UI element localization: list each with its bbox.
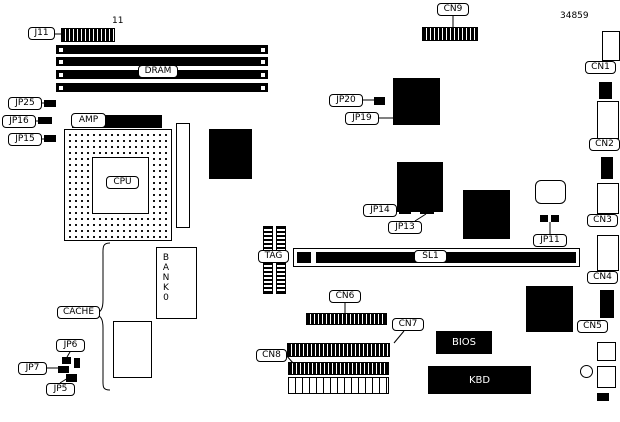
vrm-module	[176, 123, 190, 228]
pin-marker: 11	[112, 16, 124, 26]
label-cn1: CN1	[585, 61, 616, 74]
label-jp19: JP19	[345, 112, 379, 125]
label-sl1: SL1	[414, 250, 447, 263]
simm-slot-1	[56, 45, 268, 54]
sl1-slot-key-segment	[297, 252, 311, 263]
jumper-jp11-b	[551, 215, 559, 222]
label-jp13: JP13	[388, 221, 422, 234]
jumper-jp25	[44, 100, 56, 107]
label-cn7: CN7	[392, 318, 424, 331]
jumper-jp20	[374, 97, 385, 105]
label-cn5: CN5	[577, 320, 608, 333]
bank0-chip-1	[156, 247, 197, 319]
oscillator	[535, 180, 566, 204]
label-cn9: CN9	[437, 3, 469, 16]
label-cn3: CN3	[587, 214, 618, 227]
label-jp6: JP6	[56, 339, 85, 352]
chip-qfp-5	[526, 286, 573, 332]
back-panel-port-cn3	[597, 183, 619, 214]
label-cache: CACHE	[57, 306, 100, 319]
jumper-jp5	[66, 374, 77, 382]
label-jp16: JP16	[2, 115, 36, 128]
bank0-chip-2	[113, 321, 152, 378]
j11-connector	[61, 28, 115, 42]
label-tag: TAG	[258, 250, 289, 263]
back-panel-block-2	[601, 157, 613, 179]
kbd-chip: KBD	[428, 366, 531, 394]
jumper-jp13	[420, 207, 434, 214]
chip-qfp-2	[393, 78, 440, 125]
cn6-connector	[306, 313, 387, 325]
cn9-connector	[422, 27, 478, 41]
chip-qfp-4	[463, 190, 510, 239]
label-jp15: JP15	[8, 133, 42, 146]
back-panel-port-b1	[597, 342, 616, 361]
label-dram: DRAM	[138, 65, 178, 78]
label-cn6: CN6	[329, 290, 361, 303]
back-panel-port-b2	[597, 366, 616, 388]
label-jp25: JP25	[8, 97, 42, 110]
back-panel-block-3	[600, 290, 614, 318]
cpu-socket-center	[92, 157, 149, 214]
label-cn2: CN2	[589, 138, 620, 151]
label-amp: AMP	[71, 113, 106, 128]
label-jp11: JP11	[533, 234, 567, 247]
cn8-connector-row-2	[288, 377, 389, 394]
chip-qfp-3	[397, 162, 443, 212]
back-panel-port-cn4	[597, 235, 619, 271]
jumper-jp16	[38, 117, 52, 124]
jumper-cluster-a	[74, 358, 80, 368]
label-jp5: JP5	[46, 383, 75, 396]
jumper-jp6	[62, 357, 71, 364]
back-panel-port-cn2	[597, 101, 619, 139]
label-cpu: CPU	[106, 176, 139, 189]
label-cn4: CN4	[587, 271, 618, 284]
bios-chip: BIOS	[436, 331, 492, 354]
label-j11: J11	[28, 27, 55, 40]
leader-line	[414, 213, 427, 222]
part-number: 34859	[560, 11, 589, 21]
label-jp20: JP20	[329, 94, 363, 107]
leader-line	[393, 330, 405, 344]
label-jp7: JP7	[18, 362, 47, 375]
back-panel-block-1	[599, 82, 612, 99]
cpu-socket	[64, 129, 172, 241]
jumper-jp14	[399, 207, 411, 214]
jumper-jp11-a	[540, 215, 548, 222]
back-panel-block-4	[597, 393, 609, 401]
back-panel-port-top	[602, 31, 620, 61]
jumper-jp15	[44, 135, 56, 142]
jumper-jp7	[58, 366, 69, 373]
chip-qfp-1	[209, 129, 252, 179]
back-panel-round-port	[580, 365, 593, 378]
label-jp14: JP14	[363, 204, 397, 217]
cn8-connector-row-1	[288, 362, 389, 375]
label-cn8: CN8	[256, 349, 287, 362]
simm-slot-4	[56, 83, 268, 92]
bank0-label: BANK0	[161, 253, 171, 303]
cn7-connector	[287, 343, 390, 357]
